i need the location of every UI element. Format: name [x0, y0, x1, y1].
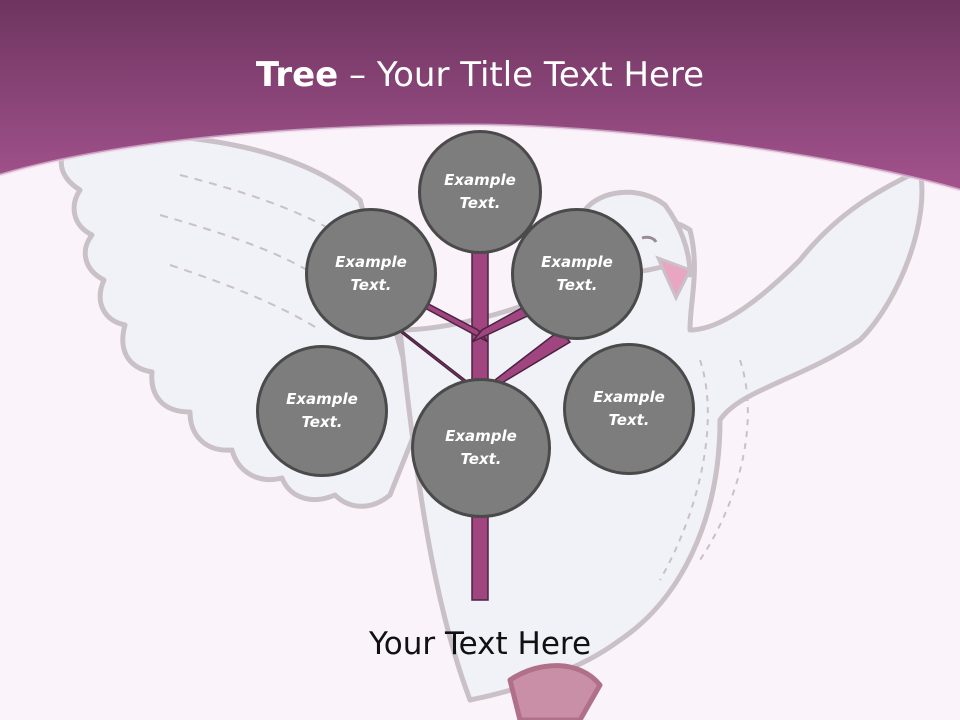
tree-node-lower-right: Example Text.	[563, 343, 695, 475]
node-label: Example Text.	[445, 427, 517, 468]
node-label: Example Text.	[444, 171, 516, 212]
title-bold: Tree	[255, 55, 339, 95]
node-label: Example Text.	[593, 388, 665, 429]
beak-shape	[655, 255, 693, 302]
tree-node-lower-left: Example Text.	[256, 345, 388, 477]
node-label: Example Text.	[335, 253, 407, 294]
footer-text: Your Text Here	[368, 626, 592, 662]
tree-node-center: Example Text.	[411, 378, 551, 518]
tree-node-upper-right: Example Text.	[511, 208, 643, 340]
slide-title: Tree – Your Title Text Here	[0, 52, 960, 98]
node-label: Example Text.	[286, 390, 358, 431]
tree-node-upper-left: Example Text.	[305, 208, 437, 340]
tree-node-top: Example Text.	[418, 130, 542, 254]
eye-shape	[641, 235, 658, 243]
node-label: Example Text.	[541, 253, 613, 294]
title-rest: – Your Title Text Here	[338, 55, 705, 95]
